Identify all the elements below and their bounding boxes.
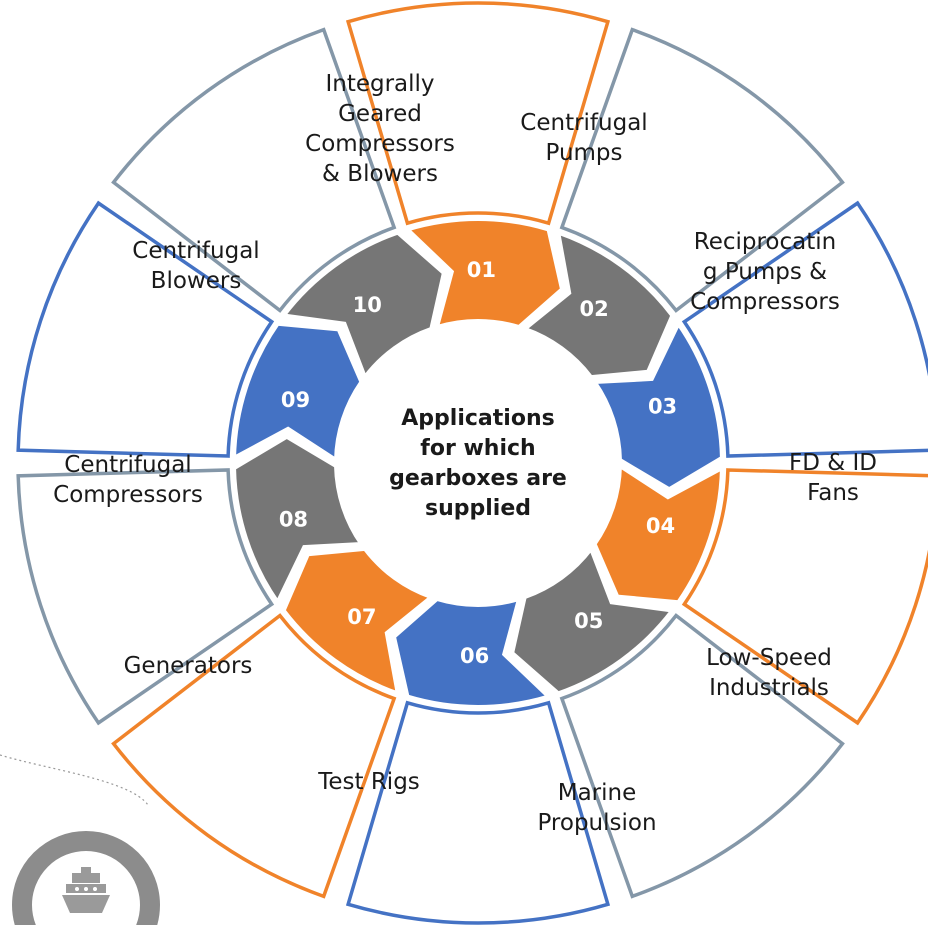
center-circle: [340, 325, 616, 601]
arrow-segment-06: [391, 595, 553, 709]
center-hub: Applications for which gearboxes are suppli…: [340, 325, 616, 601]
segment-number-01: 01: [467, 258, 496, 282]
segment-label-07: Test Rigs: [317, 769, 420, 795]
outer-sector-05: [559, 613, 845, 899]
arrow-segment-03: [590, 319, 724, 492]
outer-sector-07: [111, 613, 397, 899]
center-title: Applications for which gearboxes are suppli…: [389, 406, 567, 521]
arrow-segment-04: [592, 462, 725, 605]
outer-sector-01: [345, 1, 611, 226]
segment-number-10: 10: [353, 293, 382, 317]
segment-number-03: 03: [648, 395, 677, 419]
arrow-segment-07: [281, 546, 436, 697]
outer-sector-06: [345, 700, 611, 925]
outer-ring: [16, 1, 928, 925]
arrow-segment-02: [520, 229, 675, 380]
ship-badge: [0, 754, 160, 925]
center-title-line: Applications: [401, 406, 554, 431]
outer-sector-03: [681, 200, 928, 458]
outer-sector-02: [559, 27, 845, 313]
segment-number-08: 08: [279, 507, 308, 531]
segment-label-08: Generators: [124, 653, 253, 679]
segment-number-07: 07: [347, 605, 376, 629]
arrow-segment-09: [231, 321, 364, 464]
segment-number-04: 04: [646, 514, 675, 538]
arrow-segment-01: [403, 217, 565, 331]
outer-sector-08: [16, 468, 275, 726]
outer-sector-04: [681, 468, 928, 726]
arrow-segment-08: [232, 434, 366, 607]
outer-sector-09: [16, 200, 275, 458]
ship-ring: [12, 831, 160, 925]
center-title-line: supplied: [425, 496, 531, 521]
ship-icon: [62, 867, 110, 913]
center-title-line: gearboxes are: [389, 466, 567, 491]
outer-sector-10: [111, 27, 397, 313]
arrow-segment-05: [509, 544, 677, 696]
segment-number-09: 09: [281, 388, 310, 412]
segment-number-02: 02: [580, 297, 609, 321]
dotted-connector: [0, 754, 149, 806]
segment-number-06: 06: [460, 644, 489, 668]
center-title-line: for which: [420, 436, 535, 461]
arrow-segment-10: [279, 230, 447, 382]
arrow-ring: 01 02 03 04 05 06 07 08 09 10: [231, 217, 725, 709]
segment-number-05: 05: [574, 609, 603, 633]
